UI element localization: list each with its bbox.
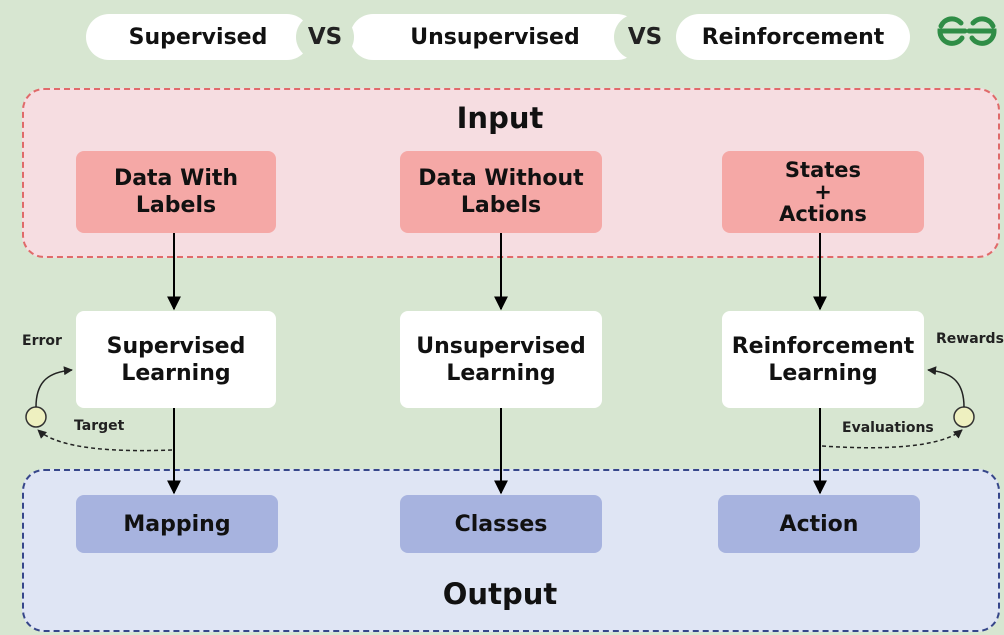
supervised-learning-line1: Supervised bbox=[106, 333, 246, 359]
reinforcement-learning-line1: Reinforcement bbox=[731, 333, 915, 359]
input-title: Input bbox=[456, 101, 544, 135]
evaluations-label: Evaluations bbox=[842, 420, 934, 436]
vs-label-1: VS bbox=[296, 14, 354, 60]
supervised-feedback-node bbox=[25, 406, 47, 428]
supervised-learning-line2: Learning bbox=[121, 360, 231, 386]
actions-line: Actions bbox=[779, 202, 867, 226]
gfg-logo-icon bbox=[937, 16, 997, 46]
states-actions-box: States+Actions bbox=[722, 151, 924, 233]
unsupervised-pill: Unsupervised bbox=[350, 14, 640, 60]
classes-box: Classes bbox=[400, 495, 602, 553]
data-with-labels-line2: Labels bbox=[135, 193, 217, 218]
target-label: Target bbox=[74, 418, 125, 434]
mapping-box: Mapping bbox=[76, 495, 278, 553]
plus-line: + bbox=[814, 180, 832, 204]
rewards-curve bbox=[927, 366, 965, 408]
reinforcement-pill: Reinforcement bbox=[676, 14, 910, 60]
output-title: Output bbox=[442, 577, 558, 611]
error-label: Error bbox=[22, 333, 62, 349]
reinforcement-feedback-node bbox=[953, 406, 975, 428]
unsupervised-learning-line1: Unsupervised bbox=[416, 333, 586, 359]
states-line: States bbox=[784, 158, 862, 182]
unsupervised-learning-line2: Learning bbox=[446, 360, 556, 386]
data-with-labels-line1: Data With bbox=[113, 166, 239, 191]
data-without-labels-line1: Data Without bbox=[418, 166, 584, 191]
rewards-label: Rewards bbox=[936, 331, 1004, 347]
action-box: Action bbox=[718, 495, 920, 553]
vs-label-2: VS bbox=[614, 14, 676, 60]
supervised-pill: Supervised bbox=[86, 14, 310, 60]
data-without-labels-line2: Labels bbox=[460, 193, 542, 218]
reinforcement-learning-line2: Learning bbox=[768, 360, 878, 386]
error-curve bbox=[35, 366, 73, 408]
